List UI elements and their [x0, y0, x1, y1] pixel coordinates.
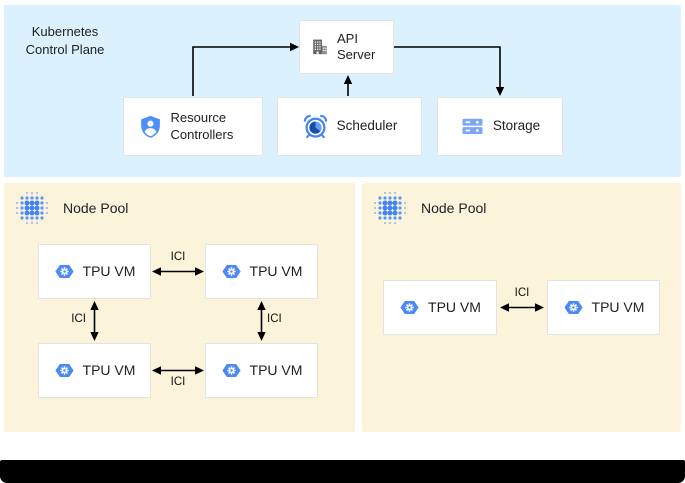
dot-cluster-icon: [372, 190, 408, 226]
server-stack-icon: [462, 118, 483, 134]
dot-cluster-icon: [14, 190, 50, 226]
hexagon-gear-icon: [221, 360, 242, 381]
ici-link-label: ICI: [170, 376, 186, 388]
ici-link-label: ICI: [71, 313, 86, 325]
tpu-vm-node: TPU VM: [547, 280, 660, 335]
tpu-vm-label: TPU VM: [428, 298, 481, 315]
scheduler-label: Scheduler: [336, 118, 398, 134]
building-icon: [313, 39, 327, 55]
tpu-vm-label: TPU VM: [591, 298, 645, 315]
resource-controllers-label: Resource Controllers: [170, 110, 234, 142]
resource-controllers-node: Resource Controllers: [123, 97, 263, 156]
alarm-clock-icon: [303, 114, 327, 139]
window-footer-bar: [0, 460, 685, 483]
ici-link-label: ICI: [267, 313, 282, 325]
storage-label: Storage: [492, 118, 541, 134]
tpu-vm-label: TPU VM: [249, 361, 303, 378]
hexagon-gear-icon: [563, 297, 584, 318]
hexagon-gear-icon: [54, 261, 75, 282]
tpu-vm-node: TPU VM: [383, 280, 497, 335]
tpu-vm-node: TPU VM: [205, 244, 318, 299]
hexagon-gear-icon: [54, 360, 75, 381]
control-plane-title: Kubernetes Control Plane: [25, 24, 105, 58]
tpu-vm-label: TPU VM: [249, 262, 303, 279]
tpu-vm-node: TPU VM: [38, 343, 151, 398]
api-server-node: API Server: [299, 20, 394, 74]
ici-link-label: ICI: [170, 251, 186, 263]
tpu-vm-label: TPU VM: [82, 361, 136, 378]
tpu-vm-label: TPU VM: [82, 262, 136, 279]
node-pool-left-label: Node Pool: [63, 200, 129, 216]
hexagon-gear-icon: [221, 261, 242, 282]
node-pool-right-label: Node Pool: [421, 200, 487, 216]
api-server-label: API Server: [337, 30, 376, 62]
tpu-vm-node: TPU VM: [205, 343, 318, 398]
shield-user-icon: [140, 115, 160, 138]
ici-link-label: ICI: [514, 287, 530, 299]
storage-node: Storage: [437, 97, 563, 156]
tpu-vm-node: TPU VM: [38, 244, 151, 299]
scheduler-node: Scheduler: [277, 97, 422, 156]
hexagon-gear-icon: [399, 297, 420, 318]
